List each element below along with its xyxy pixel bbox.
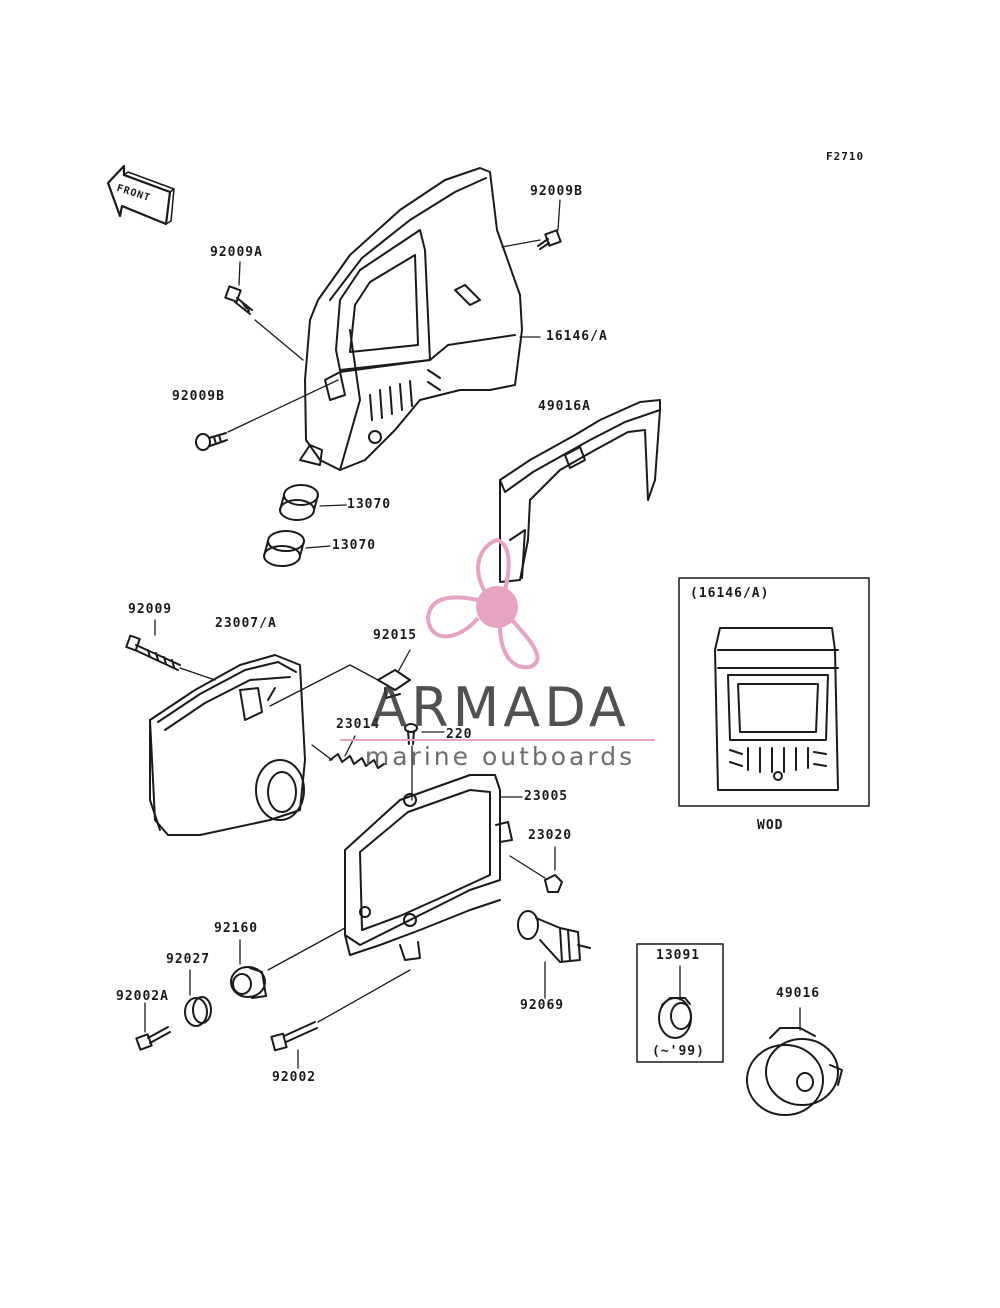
brand-logo-icon [425, 537, 540, 670]
label-23014: 23014 [336, 717, 381, 732]
watermark-brand: ARMADA [370, 676, 630, 739]
label-92160: 92160 [214, 921, 259, 936]
label-92002A: 92002A [116, 989, 169, 1004]
spring-23014-icon [329, 753, 385, 769]
label-23020: 23020 [528, 828, 573, 843]
label-92027: 92027 [166, 952, 211, 967]
bolt-92009B-left-icon [195, 432, 228, 451]
label-49016A: 49016A [538, 399, 591, 414]
front-arrow-icon [106, 164, 175, 226]
label-13070-b: 13070 [332, 538, 377, 553]
grommet-13070-b-icon [263, 530, 305, 567]
label-13070-a: 13070 [347, 497, 392, 512]
inset-caption: WOD [757, 818, 784, 833]
label-49016: 49016 [776, 986, 821, 1001]
bolt-92002-icon [270, 1021, 318, 1052]
bolt-92009A-icon [224, 285, 253, 315]
inset-box-wod [678, 577, 870, 807]
label-16146A: 16146/A [546, 329, 608, 344]
frame-23005-part [344, 774, 513, 961]
grommet-92160-icon [230, 966, 267, 999]
bulb-92069-icon [517, 910, 591, 963]
watermark-tagline: marine outboards [364, 742, 636, 771]
screw-220-icon [404, 723, 418, 745]
figure-code: F2710 [826, 150, 865, 163]
screw-92009-icon [125, 634, 181, 671]
label-220: 220 [446, 727, 473, 742]
cap-49016-icon [746, 1027, 843, 1116]
collar-92027-icon [184, 996, 212, 1027]
label-92002: 92002 [272, 1070, 317, 1085]
bolt-92009B-top-icon [537, 229, 562, 250]
inset-box-13091 [636, 943, 724, 1063]
headlight-cover-part [299, 167, 523, 471]
label-23005: 23005 [524, 789, 569, 804]
label-92015: 92015 [373, 628, 418, 643]
grommet-13070-a-icon [279, 484, 319, 521]
label-92069: 92069 [520, 998, 565, 1013]
label-23007A: 23007/A [215, 616, 277, 631]
socket-13091-icon [658, 997, 692, 1039]
clip-92015-icon [377, 669, 411, 699]
nut-23020-icon [544, 874, 563, 893]
label-92009B-left: 92009B [172, 389, 225, 404]
leader-lines [144, 199, 801, 1069]
inset-title: (16146/A) [690, 586, 770, 601]
label-92009B-top: 92009B [530, 184, 583, 199]
bracket-49016A-part [499, 399, 661, 583]
label-92009A: 92009A [210, 245, 263, 260]
label-13091: 13091 [656, 948, 701, 963]
label-13091-note: (~'99) [652, 1044, 705, 1059]
bolt-92002A-icon [135, 1026, 171, 1051]
label-92009: 92009 [128, 602, 173, 617]
headlight-unit-part [149, 654, 306, 836]
